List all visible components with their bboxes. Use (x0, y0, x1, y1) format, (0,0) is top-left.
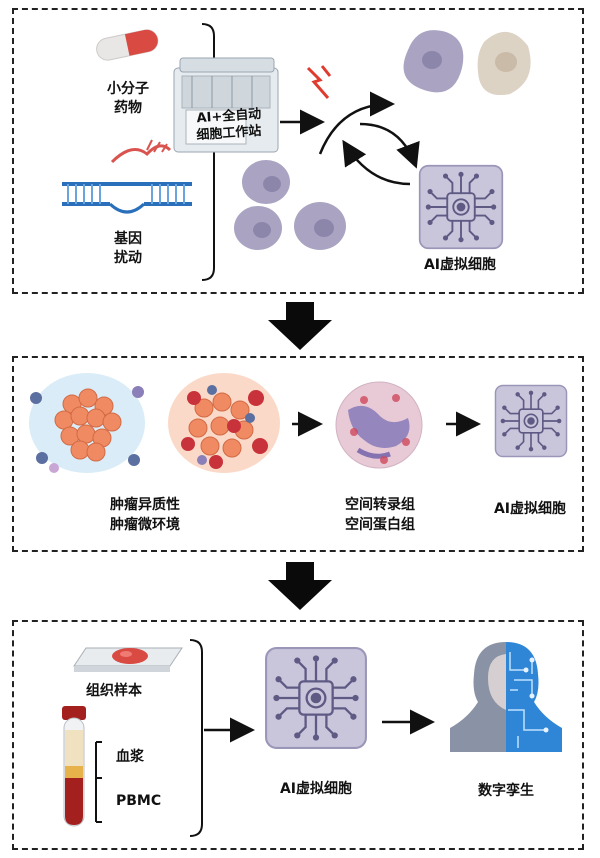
tube-bracket (95, 741, 102, 823)
pill-icon (96, 29, 159, 61)
down-arrow-icon (268, 302, 332, 350)
right-arrow-icon-2 (292, 411, 323, 437)
spatial-map-icon (335, 381, 423, 469)
dna-icon (62, 139, 192, 214)
tissue-label: 组织样本 (86, 683, 142, 699)
ai-chip-icon-3 (264, 646, 368, 750)
gene-label-1: 基因 (114, 231, 142, 247)
plasma-label: 血浆 (116, 749, 144, 765)
gene-label-2: 扰动 (114, 250, 142, 266)
right-arrow-icon (280, 109, 325, 135)
right-arrow-icon-4 (204, 717, 255, 743)
ai-chip-icon (418, 164, 504, 250)
virtual-cell-label-3: AI虚拟细胞 (279, 781, 353, 797)
workstation-icon (173, 57, 279, 153)
cell-cluster-right (403, 30, 531, 96)
down-arrow-icon-2 (268, 562, 332, 610)
cell-cluster-left (234, 160, 346, 250)
ai-chip-icon-2 (494, 384, 568, 458)
right-arrow-icon-5 (382, 709, 435, 735)
tissue-slide-icon (73, 647, 183, 672)
bracket-3 (189, 639, 203, 837)
pbmc-label: PBMC (116, 793, 162, 809)
lightning-icon (306, 65, 332, 99)
tumor-label-2: 肿瘤微环境 (110, 517, 180, 533)
blood-tube-icon (62, 706, 86, 827)
spatial-label-1: 空间转录组 (345, 497, 415, 513)
tumor-microenv-icon (168, 373, 280, 473)
spatial-label-2: 空间蛋白组 (345, 517, 415, 533)
cycle-arrows (318, 91, 420, 186)
drug-label-1: 小分子 (107, 81, 149, 97)
twin-label: 数字孪生 (478, 783, 534, 799)
drug-label-2: 药物 (114, 100, 142, 116)
virtual-cell-label-2: AI虚拟细胞 (493, 501, 567, 517)
digital-twin-icon (450, 642, 562, 752)
tumor-cluster-icon (29, 373, 145, 473)
virtual-cell-label-1: AI虚拟细胞 (423, 257, 497, 273)
tumor-label-1: 肿瘤异质性 (110, 497, 180, 513)
right-arrow-icon-3 (446, 411, 481, 437)
